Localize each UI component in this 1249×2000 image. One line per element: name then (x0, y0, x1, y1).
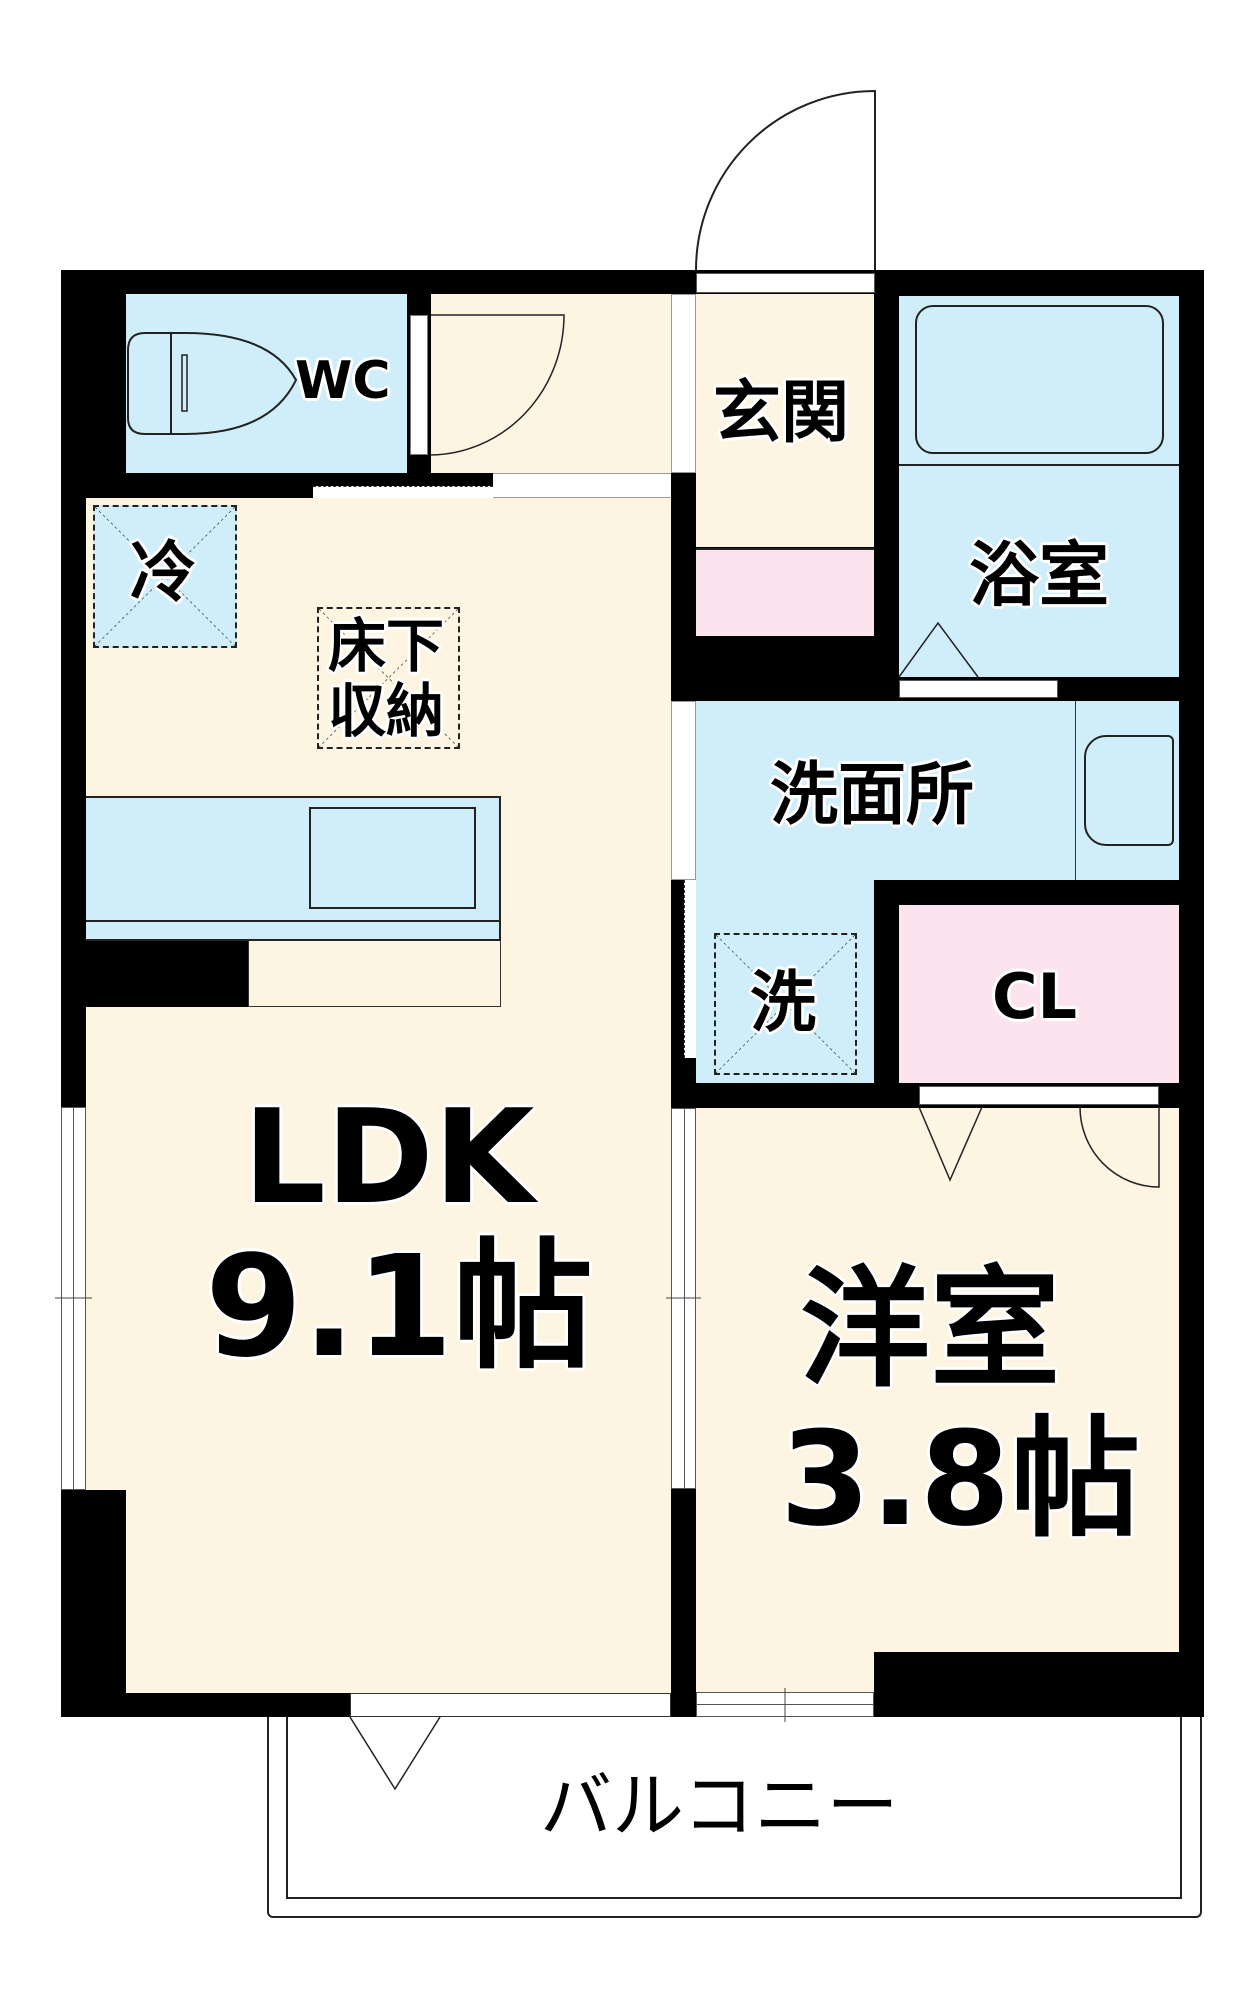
balcony-outer-rail (267, 1717, 1202, 1918)
kitchen-counter-front (86, 920, 501, 922)
entrance-label: 玄関 (713, 374, 850, 453)
underfloor-storage-label-2: 収納 (328, 677, 445, 745)
western-room-size: 3.8帖 (780, 1403, 1141, 1555)
wc-door-jamb (410, 315, 428, 455)
entrance-partition (671, 294, 696, 473)
western-room-name: 洋室 (800, 1253, 1061, 1405)
entrance-threshold (696, 273, 875, 293)
bath-label: 浴室 (969, 534, 1109, 616)
ldk-partition-window[interactable] (671, 1108, 696, 1489)
bath-door[interactable] (899, 680, 1058, 698)
sliding-door-track (313, 486, 493, 498)
washer-space (714, 933, 857, 1075)
kitchen-counter (86, 796, 501, 941)
kitchen-sink (309, 807, 476, 909)
wc-label: WC (295, 351, 391, 411)
hall-ldk-opening[interactable] (493, 473, 671, 498)
washer-label: 洗 (750, 964, 816, 1041)
bath-room (899, 296, 1179, 677)
ldk-partition-window-pane (684, 1108, 685, 1489)
ldk-kitchen-back (248, 941, 671, 1007)
ldk-side-window-pane (73, 1107, 74, 1490)
ldk-name: LDK (243, 1081, 535, 1233)
shoe-cabinet (696, 548, 874, 636)
kitchen-cabinet (248, 941, 501, 1007)
washroom-sliding-door-lower[interactable] (684, 880, 696, 1058)
balcony-inner-rail (286, 1717, 1182, 1899)
entrance-room (696, 294, 874, 547)
fridge-label: 冷 (130, 534, 196, 611)
ldk-size: 9.1帖 (205, 1226, 594, 1389)
hallway (431, 294, 671, 473)
vanity-basin (1084, 735, 1174, 846)
ldk-lower (86, 1007, 671, 1490)
washroom-label: 洗面所 (770, 756, 975, 835)
western-balcony-window-pane (696, 1704, 874, 1705)
washroom-top (696, 701, 1179, 880)
underfloor-storage[interactable] (317, 607, 460, 749)
underfloor-storage-label-1: 床下 (328, 612, 445, 680)
bathtub-edge-line (899, 464, 1179, 466)
western-room-bottom (696, 1652, 874, 1692)
fridge-space (93, 505, 237, 648)
closet-label: CL (992, 960, 1078, 1033)
balcony-label: バルコニー (540, 1764, 899, 1848)
closet-room (899, 905, 1179, 1083)
washroom-bottom (696, 880, 874, 1083)
closet-door[interactable] (919, 1086, 1159, 1105)
ldk-bottom (126, 1490, 671, 1693)
ldk-balcony-door[interactable] (350, 1693, 671, 1717)
washroom-sliding-door-upper[interactable] (671, 701, 696, 880)
western-room (696, 1108, 1179, 1652)
vanity-divider (1075, 701, 1076, 880)
bathtub (915, 305, 1164, 454)
